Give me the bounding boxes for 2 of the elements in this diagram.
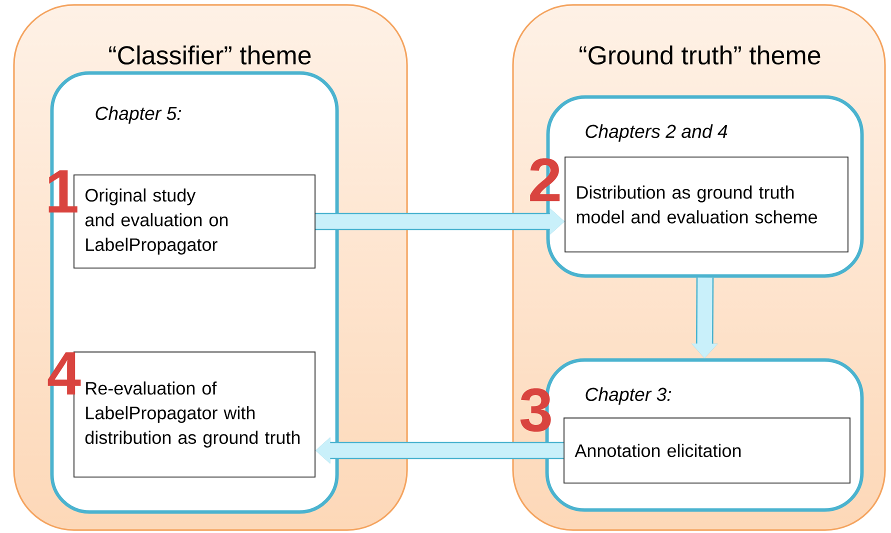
step-box: Annotation elicitation [564, 418, 850, 484]
step-box: Distribution as ground truth model and evaluation scheme [564, 156, 848, 252]
